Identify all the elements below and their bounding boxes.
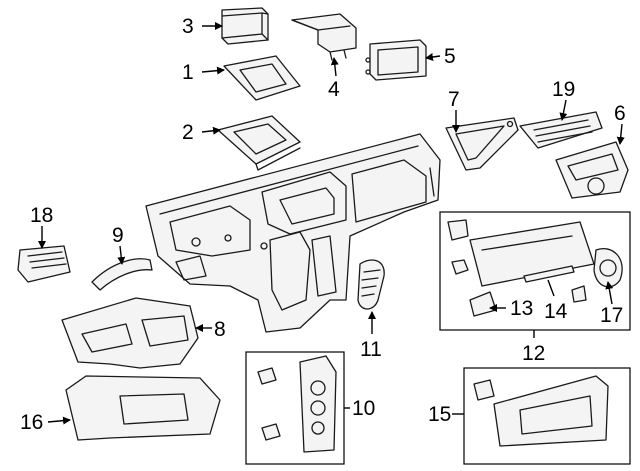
callout-12: 12	[522, 342, 545, 365]
part-11-vent-cover[interactable]	[357, 259, 385, 310]
callout-5: 5	[444, 45, 456, 68]
callout-10: 10	[352, 397, 375, 420]
part-19-air-vent[interactable]	[519, 111, 603, 149]
callout-13: 13	[510, 297, 533, 320]
part-16-knee-panel[interactable]	[65, 375, 221, 441]
callout-leaders	[38, 22, 625, 425]
part-5-display-panel[interactable]	[365, 39, 427, 81]
part-2-center-bezel-frame[interactable]	[217, 115, 301, 171]
part-6-switch-bezel[interactable]	[555, 141, 629, 199]
part-3-display-cover[interactable]	[221, 7, 269, 45]
part-15-group-box	[463, 367, 631, 465]
callout-3: 3	[182, 15, 194, 38]
callout-4: 4	[328, 78, 340, 101]
callout-2: 2	[182, 121, 194, 144]
part-7-trim-bezel[interactable]	[445, 117, 519, 171]
callout-6: 6	[614, 102, 626, 125]
part-12-group-box	[439, 211, 631, 331]
part-10-components[interactable]	[257, 355, 337, 453]
callout-9: 9	[112, 224, 124, 247]
callout-16: 16	[20, 411, 43, 434]
part-15-components[interactable]	[473, 375, 609, 447]
part-9-trim-strip[interactable]	[91, 258, 153, 291]
part-4-cover-bracket[interactable]	[291, 13, 357, 61]
callout-1: 1	[182, 61, 194, 84]
callout-17: 17	[600, 304, 623, 327]
part-1-center-bezel-upper[interactable]	[223, 55, 301, 101]
part-8-lower-panel-cover[interactable]	[61, 297, 199, 369]
part-12-components[interactable]	[447, 219, 623, 317]
instrument-panel-main[interactable]	[145, 133, 441, 333]
callout-18: 18	[30, 204, 53, 227]
callout-7: 7	[448, 88, 460, 111]
callout-11: 11	[360, 338, 382, 361]
callout-19: 19	[552, 78, 575, 101]
callout-14: 14	[544, 300, 568, 323]
part-18-side-vent[interactable]	[17, 245, 71, 283]
callout-8: 8	[214, 318, 226, 341]
callout-15: 15	[428, 403, 451, 426]
